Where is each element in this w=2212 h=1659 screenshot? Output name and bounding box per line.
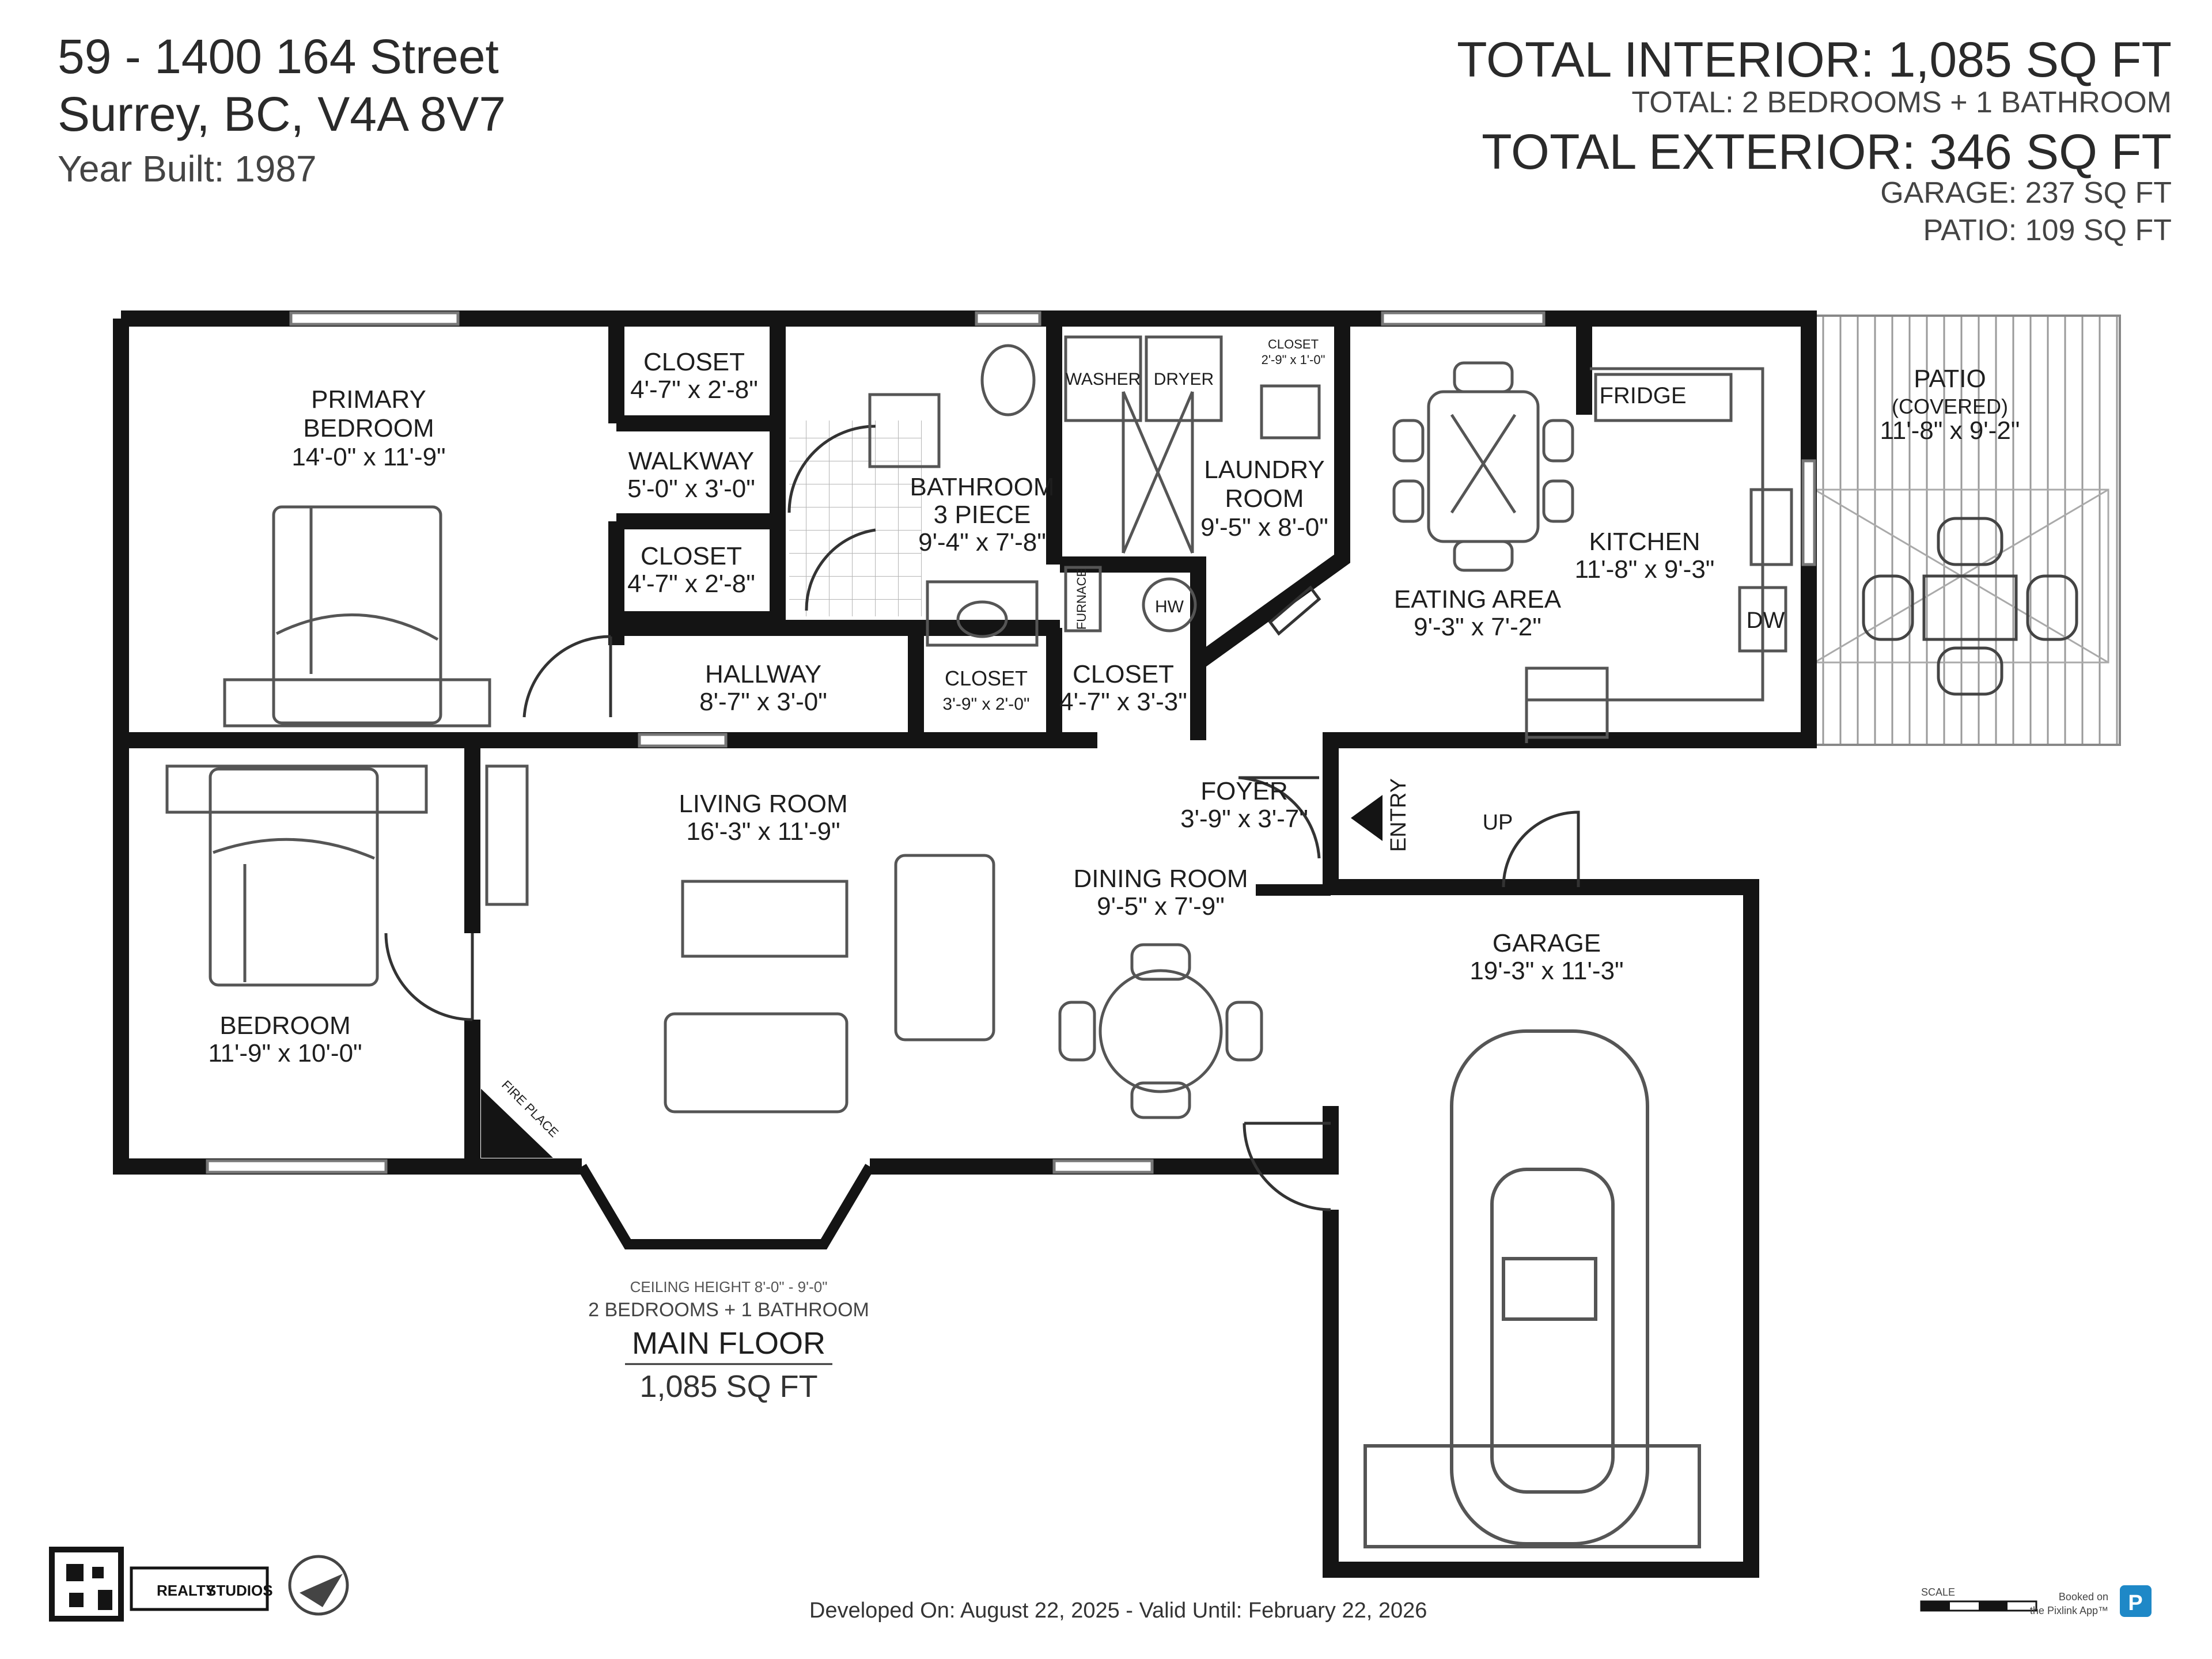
floor-name: MAIN FLOOR	[632, 1326, 825, 1361]
bathroom-name-2: 3 PIECE	[934, 501, 1031, 529]
doors	[384, 425, 1580, 1211]
kitchen-dims: 11'-8" x 9'-3"	[1575, 555, 1715, 584]
car-icon	[1363, 1029, 1701, 1548]
laundry-name-2: ROOM	[1225, 484, 1304, 513]
walkway-name: WALKWAY	[628, 447, 754, 475]
closet-mid-dims: 4'-7" x 2'-8"	[627, 570, 755, 598]
eating-area-name: EATING AREA	[1394, 585, 1562, 613]
total-rooms: TOTAL: 2 BEDROOMS + 1 BATHROOM	[1631, 86, 2172, 119]
closet-top-name: CLOSET	[643, 348, 745, 376]
laundry-fixtures-icon	[1064, 335, 1321, 632]
entry-label: ENTRY	[1387, 778, 1411, 852]
fridge-label: FRIDGE	[1599, 383, 1686, 408]
patio-deck	[1808, 315, 2121, 746]
svg-text:P: P	[2128, 1591, 2142, 1615]
svg-text:REALTY: REALTY	[157, 1582, 215, 1599]
pixlink-logo: Booked on the Pixlink App™ P	[2030, 1585, 2152, 1617]
dryer-label: DRYER	[1154, 370, 1214, 389]
kitchen-name: KITCHEN	[1589, 528, 1700, 556]
closet-hall-dims: 3'-9" x 2'-0"	[942, 695, 1029, 714]
bedroom-name: BEDROOM	[219, 1012, 350, 1040]
svg-text:the Pixlink App™: the Pixlink App™	[2030, 1605, 2108, 1616]
dining-room-dims: 9'-5" x 7'-9"	[1097, 892, 1225, 921]
svg-text:SCALE: SCALE	[1921, 1586, 1955, 1598]
validity-text: Developed On: August 22, 2025 - Valid Un…	[809, 1599, 1427, 1623]
bathroom-name-1: BATHROOM	[910, 473, 1055, 501]
laundry-name-1: LAUNDRY	[1204, 456, 1324, 484]
hw-label: HW	[1155, 597, 1184, 616]
small-closet-dims: 2'-9" x 1'-0"	[1262, 353, 1325, 367]
svg-text:Booked on: Booked on	[2059, 1591, 2108, 1603]
qr-code-icon	[49, 1547, 124, 1622]
dining-room-name: DINING ROOM	[1073, 865, 1248, 893]
compass-icon	[288, 1555, 349, 1616]
bathroom-dims: 9'-4" x 7'-8"	[918, 528, 1046, 556]
living-furniture-icon	[485, 764, 995, 1113]
primary-bed-icon	[223, 505, 491, 728]
floor-area: 1,085 SQ FT	[639, 1369, 817, 1404]
garage-dims: 19'-3" x 11'-3"	[1469, 957, 1623, 985]
garage-area: GARAGE: 237 SQ FT	[1880, 176, 2172, 210]
patio-dims: 11'-8" x 9'-2"	[1880, 416, 2020, 445]
fireplace-icon	[481, 1089, 553, 1158]
bedroom-bed-icon	[165, 764, 428, 987]
dining-table-icon	[1058, 943, 1263, 1119]
hallway-dims: 8'-7" x 3'-0"	[699, 688, 827, 716]
dw-label: DW	[1747, 608, 1785, 633]
address-line-2: Surrey, BC, V4A 8V7	[58, 87, 506, 141]
garage-name: GARAGE	[1493, 929, 1601, 957]
living-room-name: LIVING ROOM	[679, 790, 847, 818]
living-room-dims: 16'-3" x 11'-9"	[686, 817, 840, 846]
patio-name: PATIO	[1914, 365, 1986, 393]
washer-label: WASHER	[1066, 370, 1141, 389]
realty-studios-logo: REALTY STUDIOS	[130, 1566, 273, 1611]
scale-bar-icon: SCALE	[1920, 1586, 2037, 1612]
ceiling-height: CEILING HEIGHT 8'-0" - 9'-0"	[630, 1278, 828, 1296]
small-closet-name: CLOSET	[1268, 337, 1319, 351]
year-built: Year Built: 1987	[58, 148, 317, 190]
svg-text:STUDIOS: STUDIOS	[206, 1582, 273, 1599]
closet-furnace-name: CLOSET	[1073, 660, 1174, 688]
total-interior: TOTAL INTERIOR: 1,085 SQ FT	[1457, 32, 2172, 88]
kitchen-counters-icon	[1525, 367, 1793, 743]
entry-arrow-icon	[1351, 795, 1382, 841]
bathroom-fixtures-icon	[868, 344, 1039, 647]
patio-area: PATIO: 109 SQ FT	[1923, 214, 2172, 247]
primary-bedroom-name-1: PRIMARY	[311, 385, 426, 414]
eating-table-icon	[1392, 361, 1574, 572]
up-label: UP	[1483, 810, 1513, 835]
furnace-label: FURNACE	[1074, 569, 1089, 630]
closet-mid-name: CLOSET	[641, 542, 742, 570]
total-exterior: TOTAL EXTERIOR: 346 SQ FT	[1482, 124, 2172, 180]
closet-top-dims: 4'-7" x 2'-8"	[630, 376, 758, 404]
closet-hall-name: CLOSET	[945, 666, 1028, 690]
hallway-name: HALLWAY	[705, 660, 821, 688]
patio-furniture-icon	[1862, 517, 2078, 696]
eating-area-dims: 9'-3" x 7'-2"	[1414, 613, 1541, 641]
primary-bedroom-dims: 14'-0" x 11'-9"	[291, 443, 445, 471]
primary-bedroom-name-2: BEDROOM	[303, 414, 434, 442]
floor-rooms: 2 BEDROOMS + 1 BATHROOM	[588, 1299, 869, 1321]
laundry-dims: 9'-5" x 8'-0"	[1200, 513, 1328, 541]
windows	[206, 311, 1816, 1174]
bedroom-dims: 11'-9" x 10'-0"	[208, 1039, 362, 1067]
walkway-dims: 5'-0" x 3'-0"	[627, 475, 755, 503]
address-line-1: 59 - 1400 164 Street	[58, 29, 499, 84]
foyer-name: FOYER	[1200, 777, 1288, 805]
foyer-dims: 3'-9" x 3'-7"	[1180, 805, 1308, 833]
patio-sub: (COVERED)	[1892, 395, 2008, 418]
closet-furnace-dims: 4'-7" x 3'-3"	[1059, 688, 1187, 716]
